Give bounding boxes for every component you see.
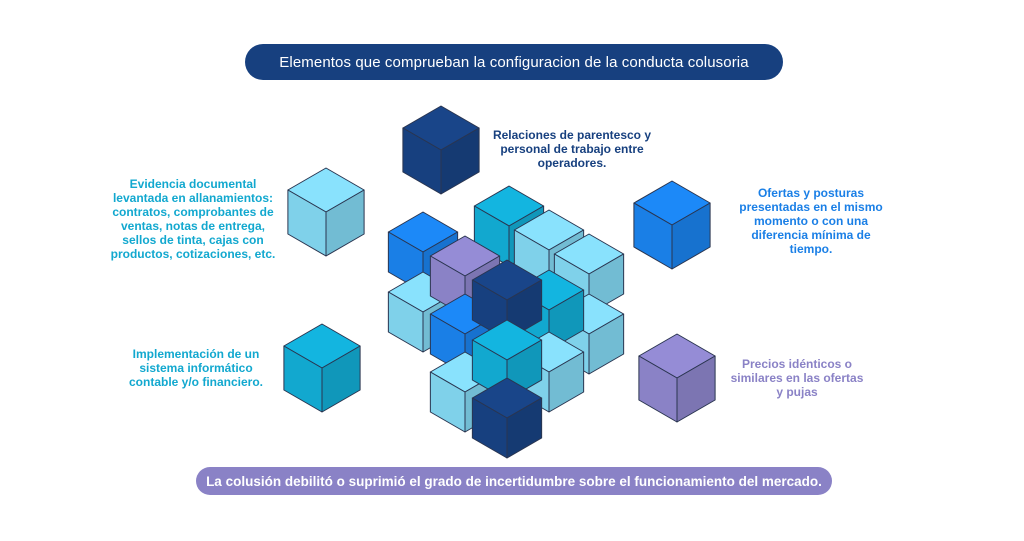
cube-relaciones	[402, 105, 480, 195]
cube-implementacion	[283, 323, 361, 413]
label-implementacion: Implementación de un sistema informático…	[128, 347, 264, 389]
label-ofertas: Ofertas y posturas presentadas en el mis…	[739, 186, 883, 256]
cube-evidencia	[287, 167, 365, 257]
cluster-cube-13	[471, 377, 543, 459]
label-precios: Precios idénticos o similares en las ofe…	[730, 357, 864, 399]
title-banner: Elementos que comprueban la configuracio…	[245, 44, 783, 80]
label-relaciones: Relaciones de parentesco y personal de t…	[492, 128, 652, 170]
footer-text: La colusión debilitó o suprimió el grado…	[206, 473, 822, 489]
label-evidencia: Evidencia documental levantada en allana…	[110, 177, 276, 261]
cube-ofertas	[633, 180, 711, 270]
cube-precios	[638, 333, 716, 423]
footer-banner: La colusión debilitó o suprimió el grado…	[196, 467, 832, 495]
title-text: Elementos que comprueban la configuracio…	[279, 53, 749, 71]
